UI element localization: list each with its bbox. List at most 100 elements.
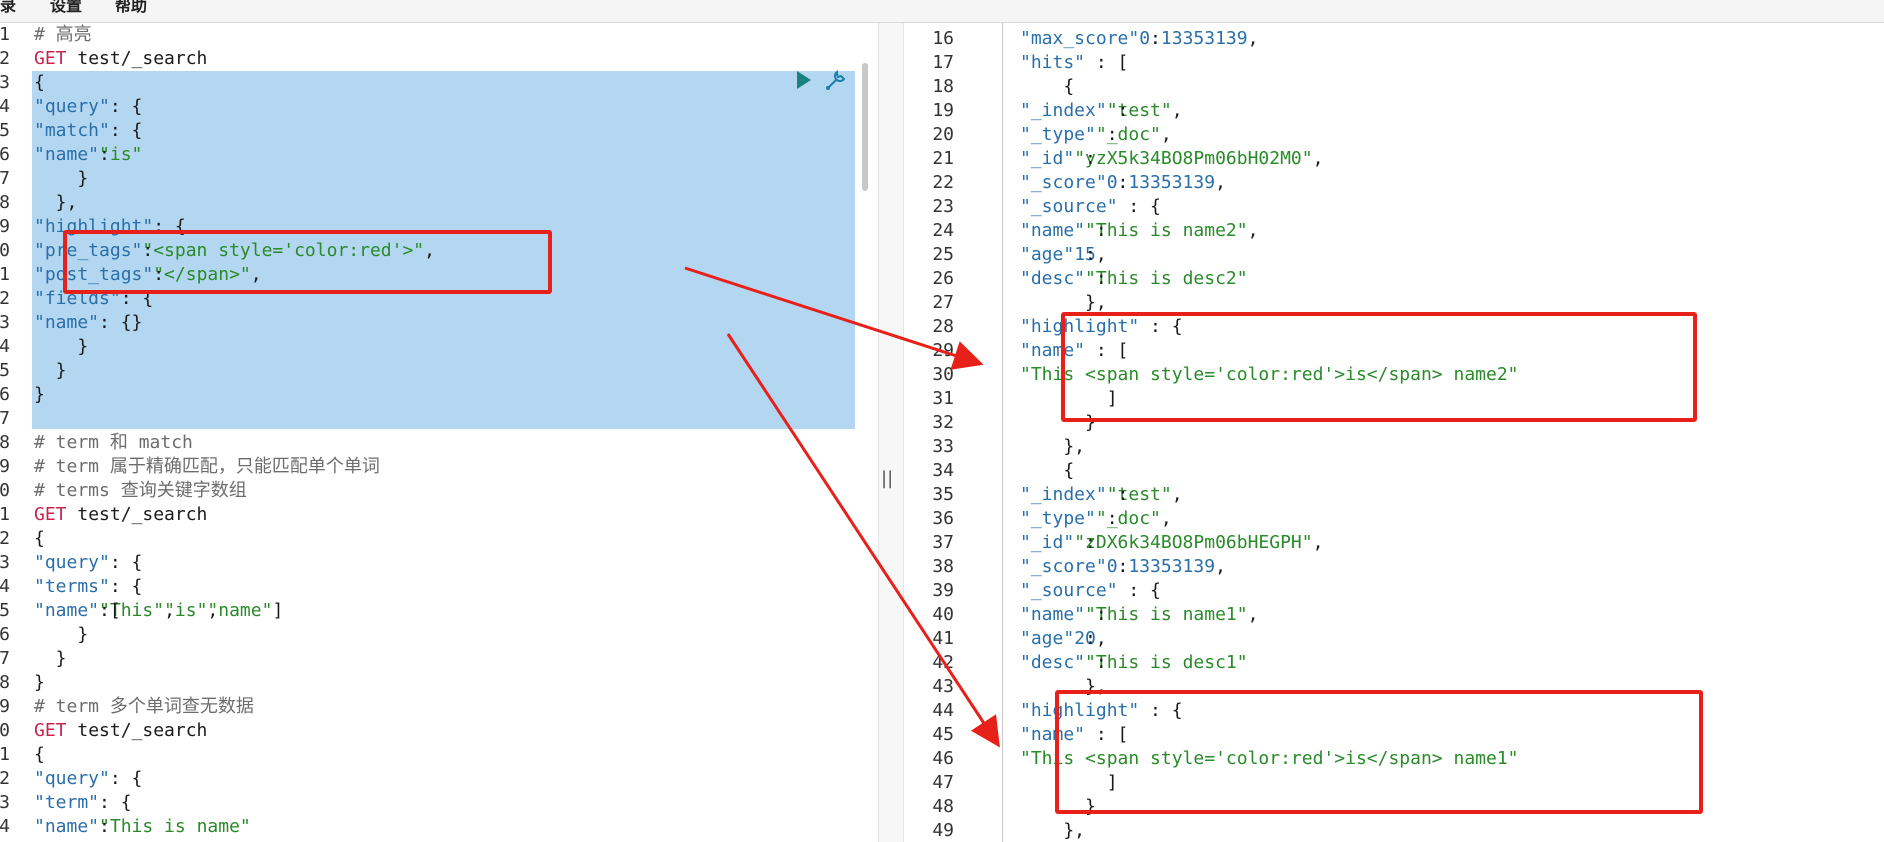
editor-scrollbar[interactable] [862,63,868,191]
code-token: GET [34,504,67,525]
code-line: 20 "_type" : "_doc", [902,123,1884,147]
code-text: "_id" : "yzX5k34BO8Pm06bH02M0", [1020,147,1323,171]
pane-divider[interactable] [878,23,904,842]
code-token: : [1106,484,1140,505]
code-token: : [1074,628,1107,649]
code-token [34,599,99,623]
code-token: , [424,240,435,261]
code-line: 9# term 多个单词查无数据 [0,695,878,719]
menu-item-settings[interactable]: 设置 [50,0,83,15]
code-token: "test" [1106,100,1172,121]
code-text: "This <span style='color:red'>is</span> … [1020,747,1519,771]
code-token: : {} [99,312,143,333]
code-text: GET test/_search [34,47,207,71]
code-token: : [1085,268,1118,289]
code-token: GET [34,48,67,69]
code-token: "age" [1020,628,1075,649]
code-line: 48 } [902,795,1884,819]
code-token [34,311,99,335]
code-token: : { [99,792,132,813]
code-line: 19 "_index" : "test", [902,99,1884,123]
line-number: 8 [0,192,10,213]
code-token: : { [109,120,143,141]
code-token: , [1247,604,1259,625]
code-line: 41 "age" : 20, [902,627,1884,651]
code-token: : { [1117,196,1161,217]
code-text: # 高亮 [34,23,92,47]
code-token: 0.13353139 [1106,172,1216,193]
menu-item-history[interactable]: 录 [0,0,17,15]
line-number: 43 [932,676,954,697]
code-token: } [34,648,67,669]
annotation-box-request-tags [63,230,552,294]
line-number: 7 [0,168,10,189]
code-line: 17 "hits" : [ [902,51,1884,75]
code-token: : { [109,576,143,597]
line-number: 23 [932,196,954,217]
response-viewer: 16 "max_score" : 0.13353139,17 "hits" : … [902,23,1884,842]
code-line: 40 "name" : "This is name1", [902,603,1884,627]
code-text: "desc" : "This is desc2" [1020,267,1248,291]
line-number: 3 [0,312,10,333]
code-text: "pre_tags": "<span style='color:red'>", [34,239,435,263]
divider-grip[interactable]: || [881,468,894,489]
code-token [34,143,99,167]
code-line: 9# term 属于精确匹配，只能匹配单个单词 [0,455,878,479]
code-token: { [34,72,45,93]
code-text: # terms 查询关键字数组 [34,479,247,503]
line-number: 38 [932,556,954,577]
code-line: 39 "_source" : { [902,579,1884,603]
code-line: 8} [0,671,878,695]
code-token: : { [109,96,143,117]
line-number: 21 [932,148,954,169]
line-number: 25 [932,244,954,265]
code-token: , [1215,172,1226,193]
line-number: 34 [932,460,954,481]
code-token: # 高亮 [34,24,92,45]
code-text: "This <span style='color:red'>is</span> … [1020,363,1519,387]
line-number: 28 [932,316,954,337]
code-token: : { [109,552,143,573]
menu-item-help[interactable]: 帮助 [115,0,148,15]
code-text: "name":["This","is","name"] [34,599,283,623]
code-line: 3{ [0,71,878,95]
play-icon[interactable] [797,71,811,89]
code-line: 42 "desc" : "This is desc1" [902,651,1884,675]
code-line: 22 "_score" : 0.13353139, [902,171,1884,195]
code-token: "_type" [1020,508,1096,529]
code-line: 3 "name": {} [0,311,878,335]
code-text: # term 和 match [34,431,193,455]
code-token: "match" [34,120,110,141]
code-token: : [1085,220,1118,241]
code-token: "term" [34,792,100,813]
code-token [34,815,99,839]
code-text: "match": { [34,119,142,143]
code-token: "This" [99,600,165,621]
code-token: "desc" [1020,652,1086,673]
line-number: 31 [932,388,954,409]
line-number: 17 [932,52,954,73]
code-token: , [250,264,262,285]
code-token [34,767,56,791]
line-number: 1 [0,504,10,525]
code-token: }, [1020,292,1107,313]
code-line: 16 "max_score" : 0.13353139, [902,27,1884,51]
code-token: "_doc" [1095,124,1161,145]
code-text: "name" : [ [1020,339,1128,363]
code-token: "name" [207,600,273,621]
code-text: # term 属于精确匹配，只能匹配单个单词 [34,455,380,479]
wrench-icon[interactable] [822,68,848,94]
annotation-box-highlight-2 [1055,690,1703,814]
code-line: 5 } [0,359,878,383]
line-number: 9 [0,216,10,237]
line-number: 42 [932,652,954,673]
code-line: 30 "This <span style='color:red'>is</spa… [902,363,1884,387]
code-token: , [164,600,175,621]
code-token: }, [1020,436,1086,457]
indent-guide [1002,23,1003,842]
code-token [1020,483,1085,507]
code-line: 25 "age" : 15, [902,243,1884,267]
code-token: "_id" [1020,532,1075,553]
code-token: : [1139,28,1172,49]
